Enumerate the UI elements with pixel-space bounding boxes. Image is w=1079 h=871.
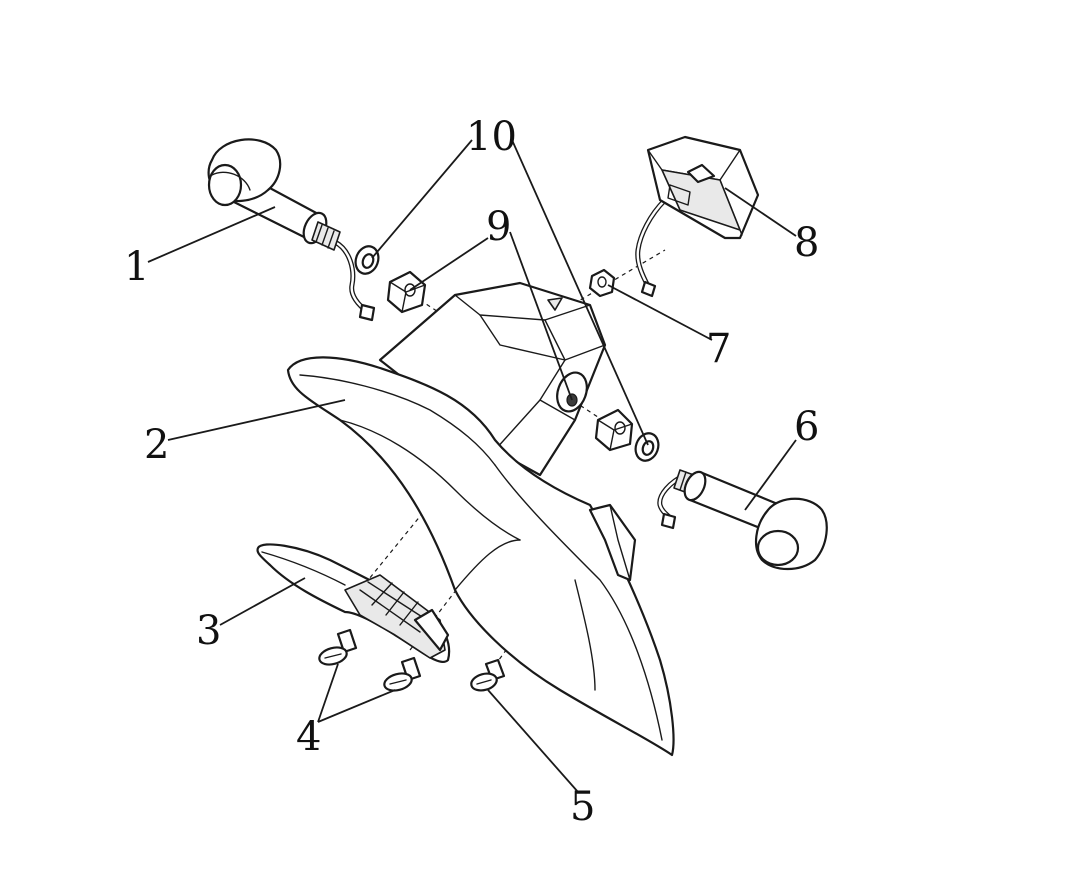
- flange-nut-right: [594, 408, 634, 452]
- callout-10: 10: [466, 114, 517, 160]
- callout-8: 8: [794, 220, 819, 266]
- nut-small: [588, 268, 616, 298]
- callout-7: 7: [706, 326, 731, 372]
- right-turn-signal: [657, 469, 828, 571]
- callout-5: 5: [570, 784, 595, 830]
- left-turn-signal: [207, 138, 376, 322]
- callout-4: 4: [296, 714, 321, 760]
- flange-nut-left: [386, 270, 427, 314]
- screw-left: [318, 628, 358, 666]
- callout-3: 3: [196, 608, 221, 654]
- screw: [470, 658, 506, 692]
- screw-right: [383, 656, 422, 692]
- screw-pair: [318, 628, 422, 692]
- callout-1: 1: [124, 244, 149, 290]
- callout-6: 6: [794, 404, 819, 450]
- leader-lines: [147, 139, 797, 793]
- license-plate-light: [635, 135, 760, 298]
- callout-labels: 1 2 3 4 5 6 7 8 9 10: [124, 114, 819, 830]
- callout-9: 9: [486, 204, 511, 250]
- washer-right: [634, 432, 660, 462]
- callout-2: 2: [144, 422, 169, 468]
- reflector-bracket: [256, 543, 451, 663]
- rear-fender: [286, 281, 675, 757]
- washer-left: [354, 245, 380, 275]
